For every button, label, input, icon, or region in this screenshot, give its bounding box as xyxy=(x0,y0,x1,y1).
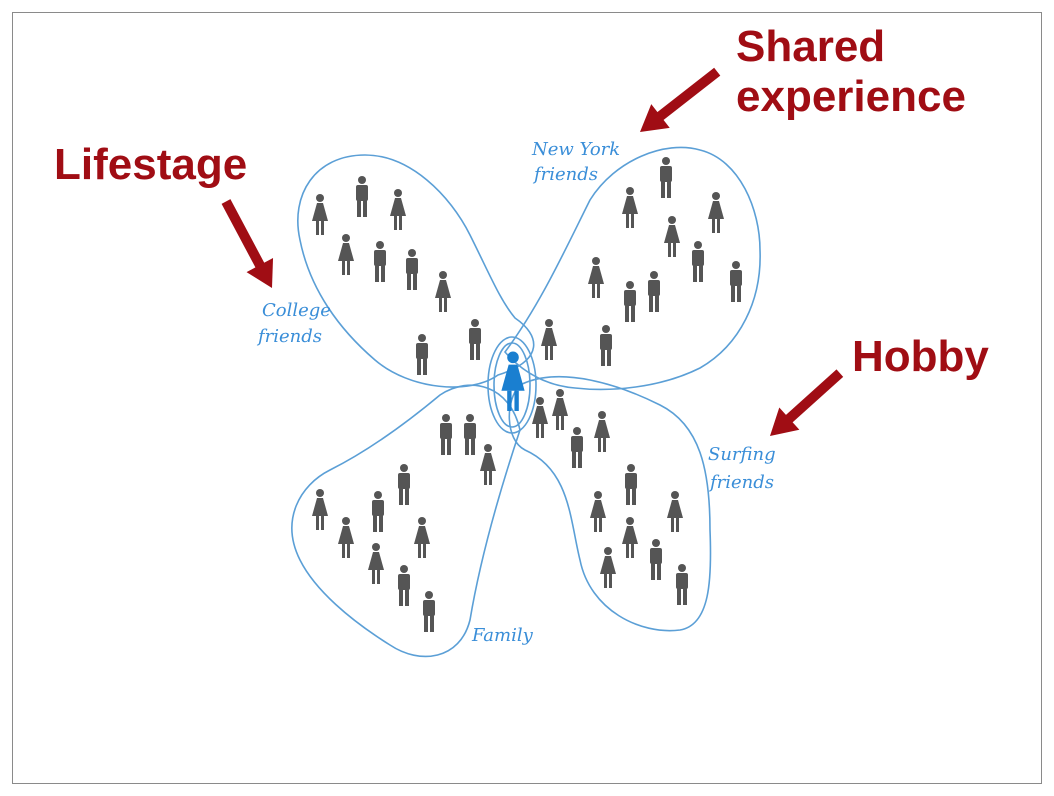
person-icon xyxy=(600,547,616,588)
group-outlines xyxy=(291,146,761,658)
college-label-line1: College xyxy=(262,300,331,321)
person-icon xyxy=(368,543,384,584)
family-people xyxy=(312,414,496,632)
family-label: Family xyxy=(471,625,534,646)
person-icon xyxy=(600,325,612,366)
surfing-people xyxy=(532,389,688,605)
person-icon xyxy=(312,489,328,530)
shared-experience-annotation: Shared experience xyxy=(736,22,966,122)
center-inner-outline xyxy=(493,342,531,428)
center-person-icon xyxy=(501,351,525,411)
person-icon xyxy=(406,249,418,290)
person-icon xyxy=(416,334,428,375)
person-icon xyxy=(667,491,683,532)
person-icon xyxy=(622,517,638,558)
lifestage-annotation: Lifestage xyxy=(54,140,248,189)
person-icon xyxy=(390,189,406,230)
arrows xyxy=(221,67,844,436)
person-icon xyxy=(660,157,672,198)
person-icon xyxy=(552,389,568,430)
person-icon xyxy=(622,187,638,228)
person-icon xyxy=(372,491,384,532)
person-icon xyxy=(708,192,724,233)
person-icon xyxy=(571,427,583,468)
shared-experience-line1: Shared xyxy=(736,22,886,71)
slide-frame xyxy=(12,12,1042,784)
college-label-line2: friends xyxy=(256,326,322,347)
person-icon xyxy=(338,234,354,275)
college-people xyxy=(312,176,481,375)
person-icon xyxy=(624,281,636,322)
person-icon xyxy=(398,464,410,505)
person-icon xyxy=(594,411,610,452)
person-icon xyxy=(650,539,662,580)
arrow-icon xyxy=(770,369,844,436)
person-icon xyxy=(588,257,604,298)
person-icon xyxy=(469,319,481,360)
surfing-label-line2: friends xyxy=(708,472,774,493)
person-icon xyxy=(338,517,354,558)
person-icon xyxy=(664,216,680,257)
person-icon xyxy=(423,591,435,632)
new-york-label-line2: friends xyxy=(532,164,598,185)
person-icon xyxy=(398,565,410,606)
person-icon xyxy=(541,319,557,360)
college-outline xyxy=(297,154,535,388)
surfing-outline xyxy=(508,375,712,632)
center-outer-outline xyxy=(487,336,537,434)
arrow-icon xyxy=(221,199,274,288)
hobby-annotation: Hobby xyxy=(852,332,989,381)
family-outline xyxy=(291,384,521,658)
person-icon xyxy=(312,194,328,235)
new-york-outline xyxy=(503,146,761,391)
person-icon xyxy=(590,491,606,532)
arrow-icon xyxy=(640,67,721,132)
person-icon xyxy=(356,176,368,217)
person-icon xyxy=(480,444,496,485)
person-icon xyxy=(730,261,742,302)
person-icon xyxy=(464,414,476,455)
new-york-people xyxy=(541,157,742,366)
surfing-label-line1: Surfing xyxy=(708,444,776,465)
new-york-label-line1: New York xyxy=(531,139,620,160)
person-icon xyxy=(435,271,451,312)
shared-experience-line2: experience xyxy=(736,72,966,121)
person-icon xyxy=(676,564,688,605)
person-icon xyxy=(648,271,660,312)
person-icon xyxy=(374,241,386,282)
person-icon xyxy=(414,517,430,558)
person-icon xyxy=(440,414,452,455)
person-icon xyxy=(625,464,637,505)
person-icon xyxy=(692,241,704,282)
